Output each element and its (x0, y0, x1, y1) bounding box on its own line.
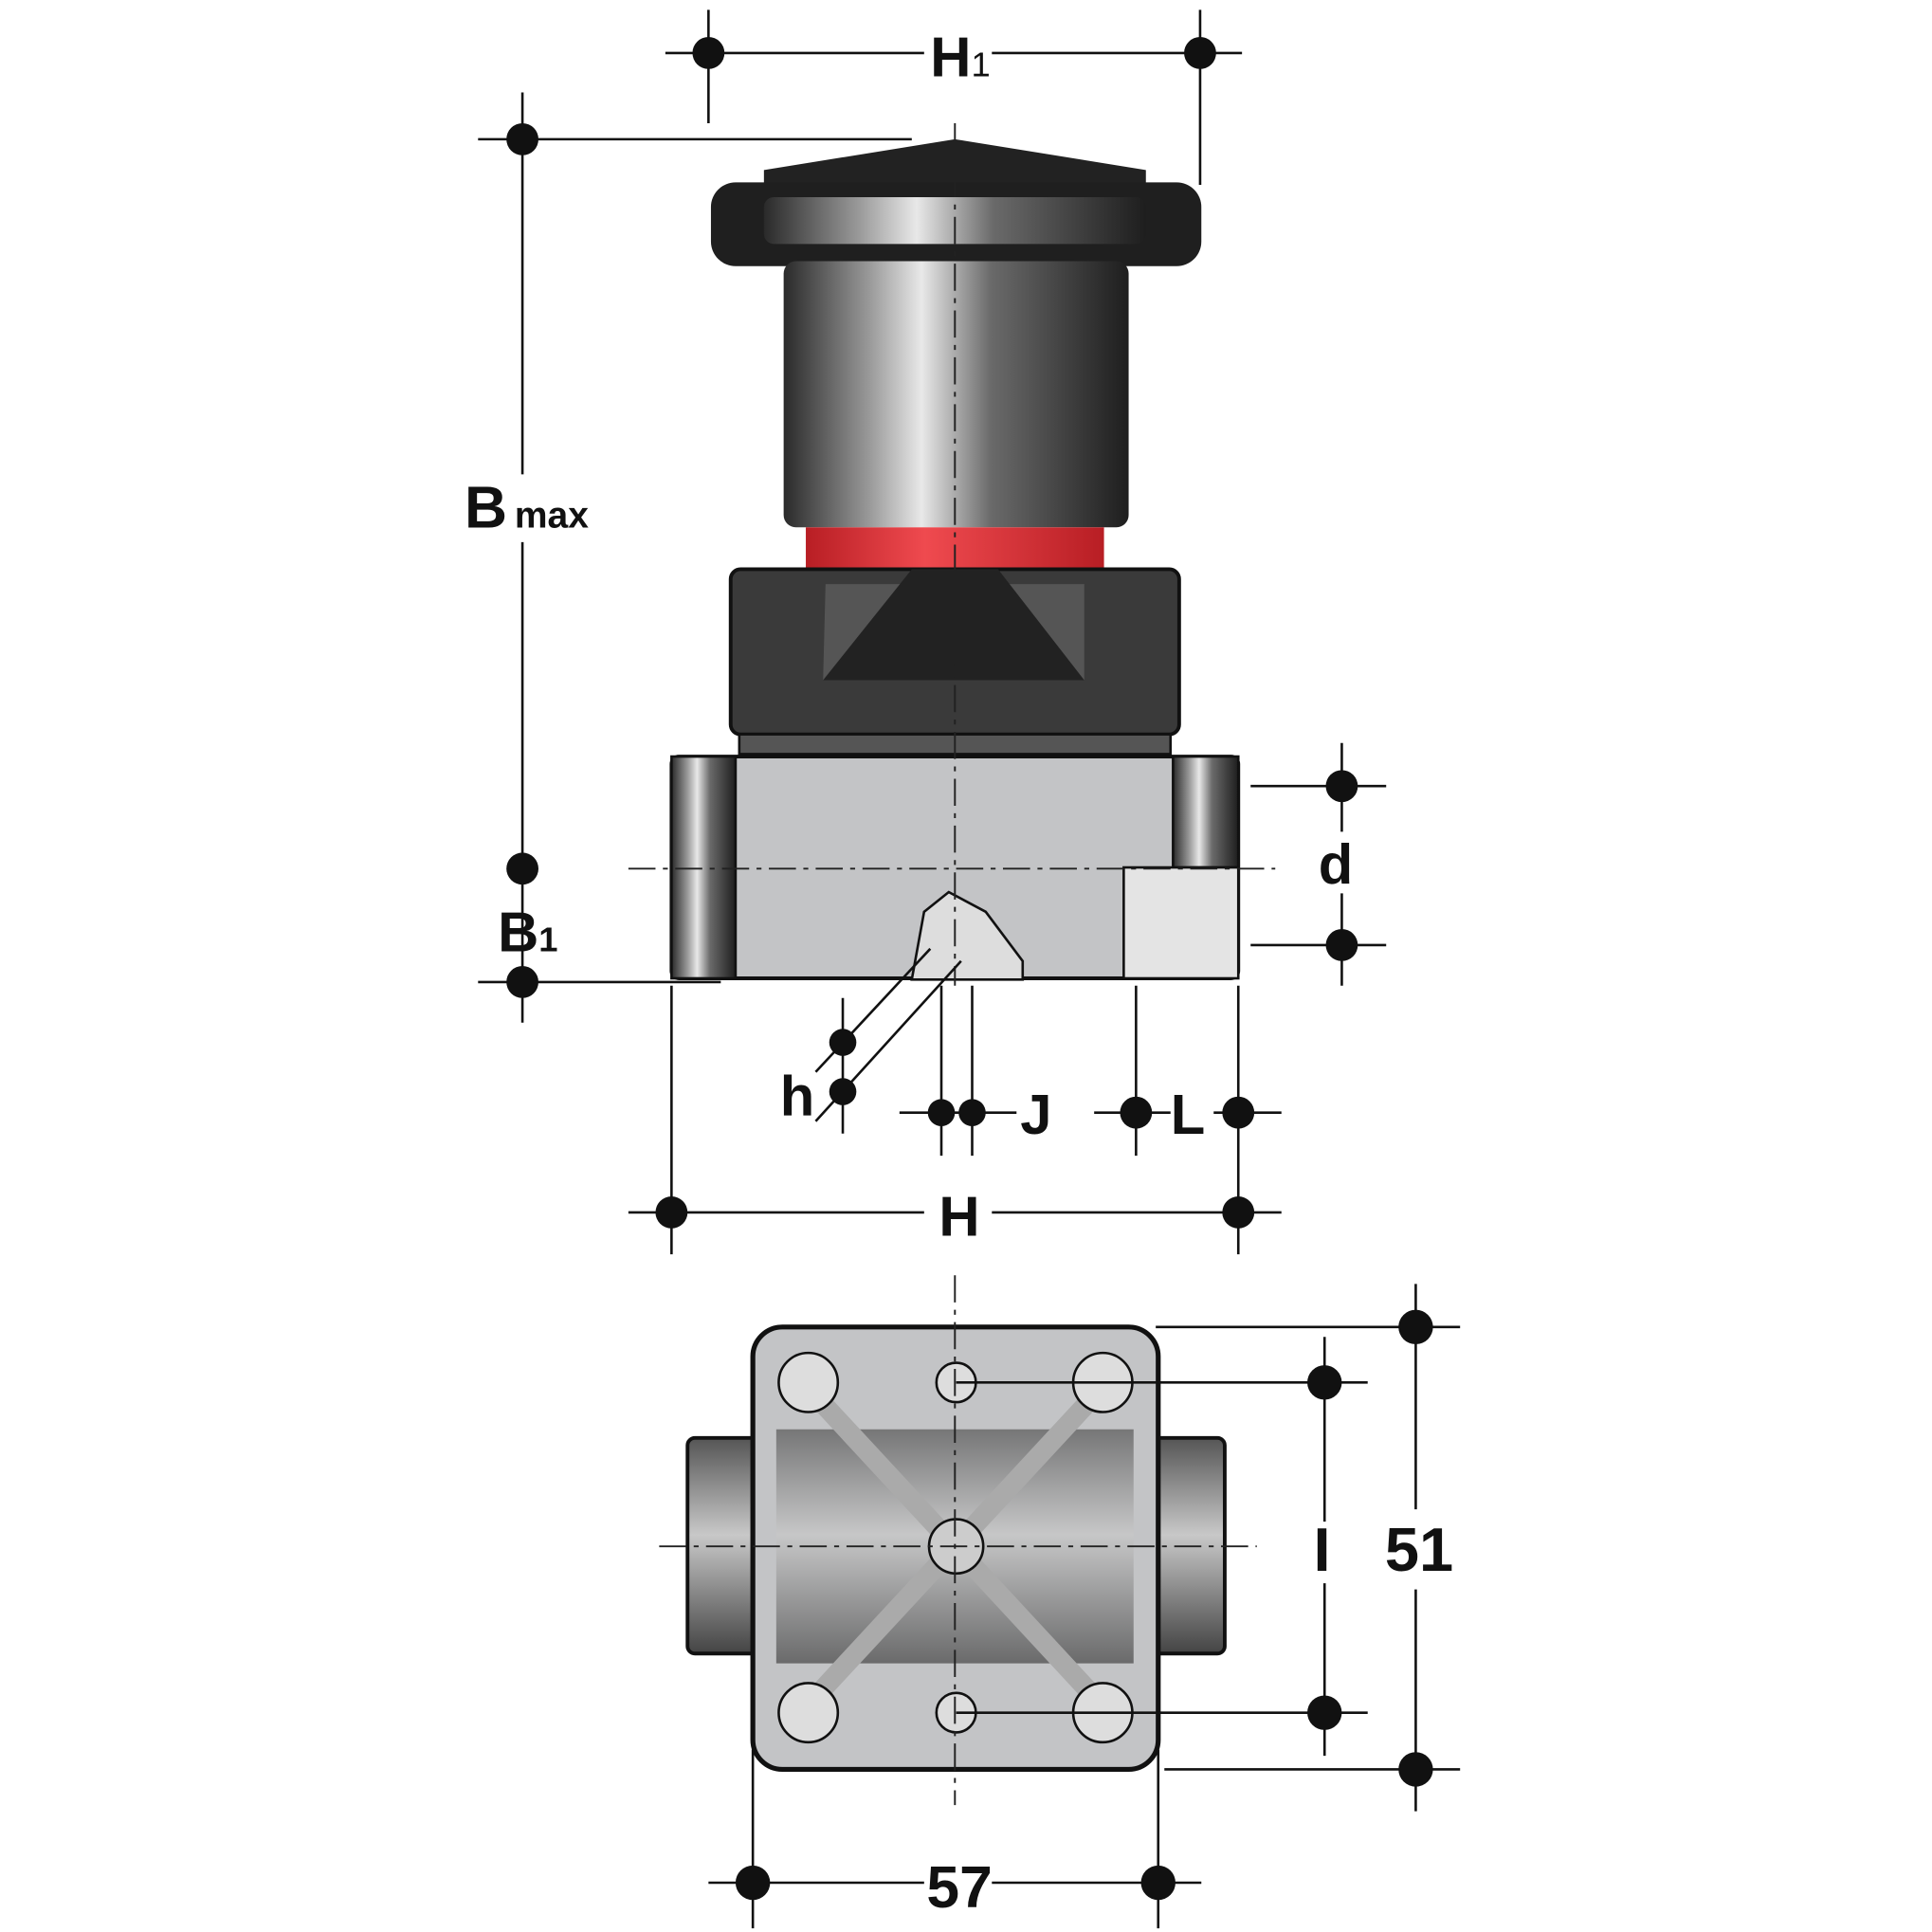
valve-body-bottom-view (685, 1324, 1227, 1773)
label-i: I (1314, 1515, 1331, 1584)
label-h1: H1 (930, 26, 990, 89)
label-H: H (939, 1185, 979, 1249)
label-h: h (780, 1064, 815, 1127)
label-j: J (1020, 1083, 1051, 1146)
label-d: d (1319, 832, 1354, 896)
valve-handwheel (710, 138, 1202, 528)
valve-body-side (669, 755, 1241, 981)
label-57: 57 (926, 1855, 992, 1921)
label-51: 51 (1385, 1515, 1453, 1584)
label-b1: B1 (498, 900, 557, 963)
label-l: L (1171, 1083, 1206, 1146)
center-lines (628, 122, 1276, 1806)
dimension-dots (506, 36, 1433, 1901)
